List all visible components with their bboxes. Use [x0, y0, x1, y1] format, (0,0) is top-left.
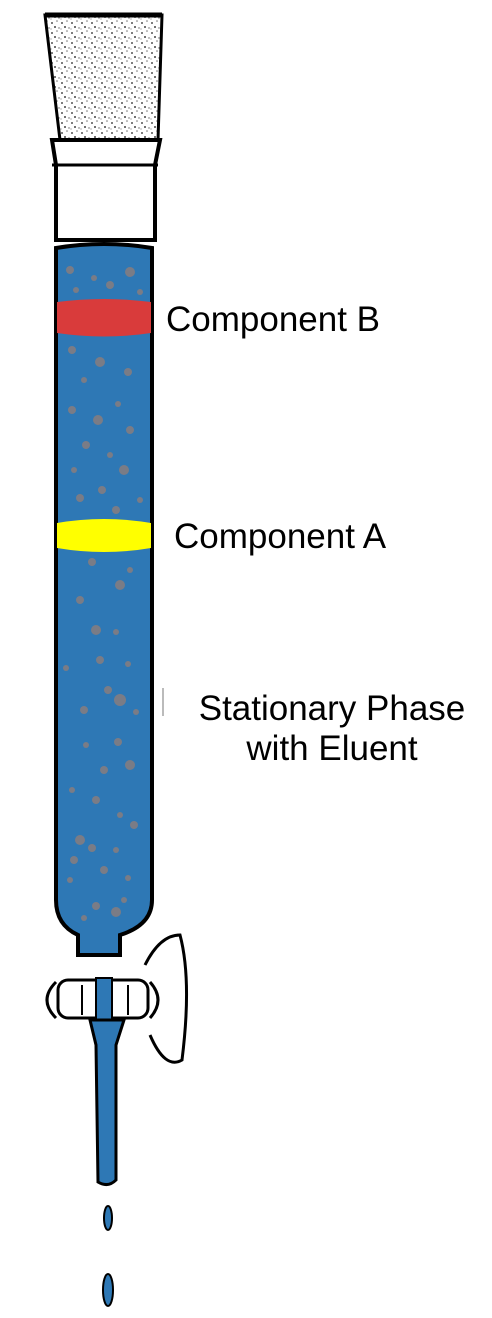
stopcock-valve-icon [45, 933, 189, 1064]
column-outlet-tip [88, 1018, 127, 1187]
component-b-band [57, 299, 151, 337]
column-body [54, 242, 154, 957]
stationary-phase-label: Stationary Phase with Eluent [174, 689, 490, 769]
stationary-phase-label-line2: with Eluent [246, 729, 418, 768]
component-a-band [57, 519, 151, 552]
component-b-label: Component B [166, 300, 381, 339]
stationary-phase-particles [63, 266, 143, 921]
stationary-phase-label-line1: Stationary Phase [198, 689, 466, 728]
component-a-label: Component A [174, 517, 387, 556]
eluent-drop-icon [102, 1205, 114, 1307]
porous-stopper-icon [43, 12, 164, 142]
column-neck [49, 138, 163, 242]
